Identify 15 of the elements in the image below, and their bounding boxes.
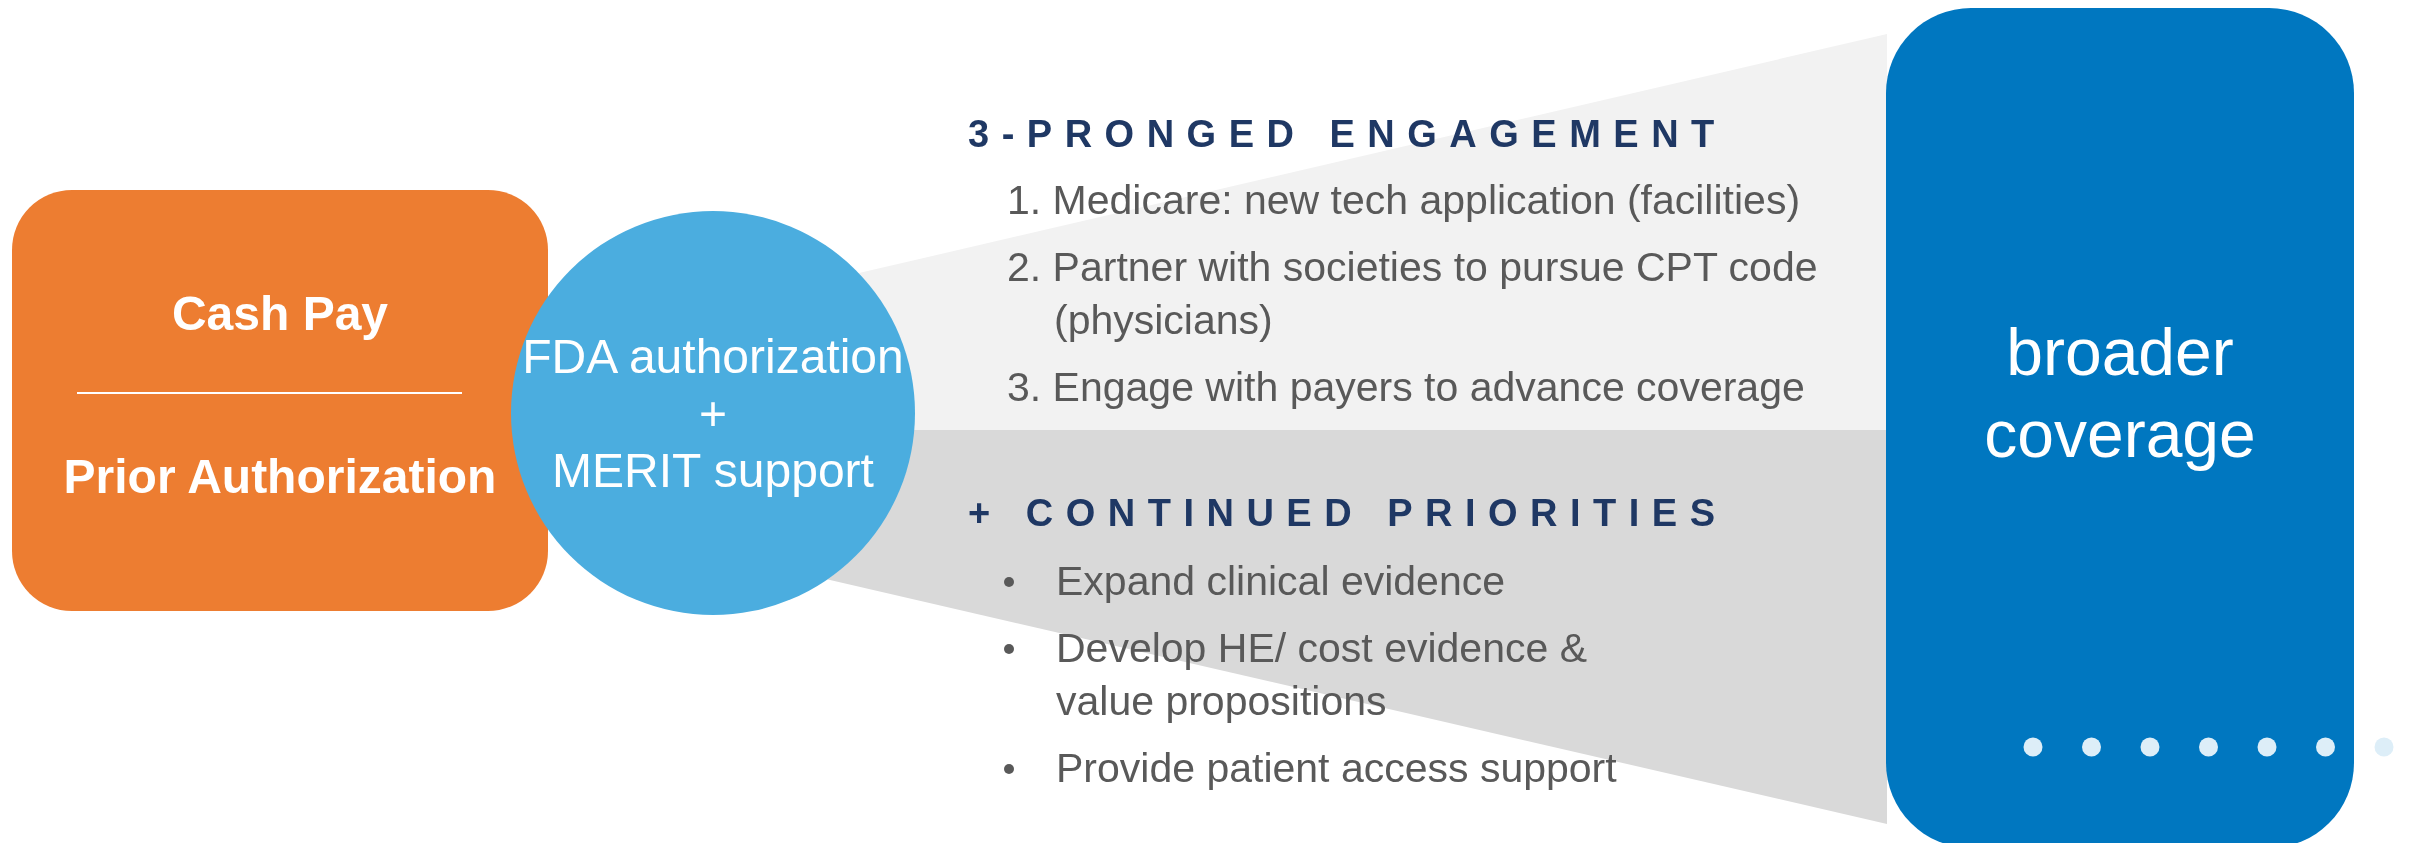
rounded-box [1886,8,2354,843]
numbered-item: 3. Engage with payers to advance coverage [1007,363,1806,412]
numbered-item: 1. Medicare: new tech application (facilities) [1007,176,1802,225]
box-label: Cash Pay [170,285,390,342]
circle-label: + [698,385,728,442]
bullet-item: Expand clinical evidence [1056,558,1505,604]
section-heading: + CONTINUED PRIORITIES [968,491,1728,536]
bullet-item: Develop HE/ cost evidence & value propositions [1056,625,1587,724]
circle-label: MERIT support [551,442,875,499]
numbered-item: 2. Partner with societies to pursue CPT code (physicians) [1007,243,1819,345]
section-heading: 3-PRONGED ENGAGEMENT [968,112,1727,157]
box-label: Prior Authorization [62,448,498,505]
bullet-item: Provide patient access support [1056,745,1617,791]
box-label: broader coverage [1983,314,2257,473]
circle-label: FDA authorization [521,328,905,385]
